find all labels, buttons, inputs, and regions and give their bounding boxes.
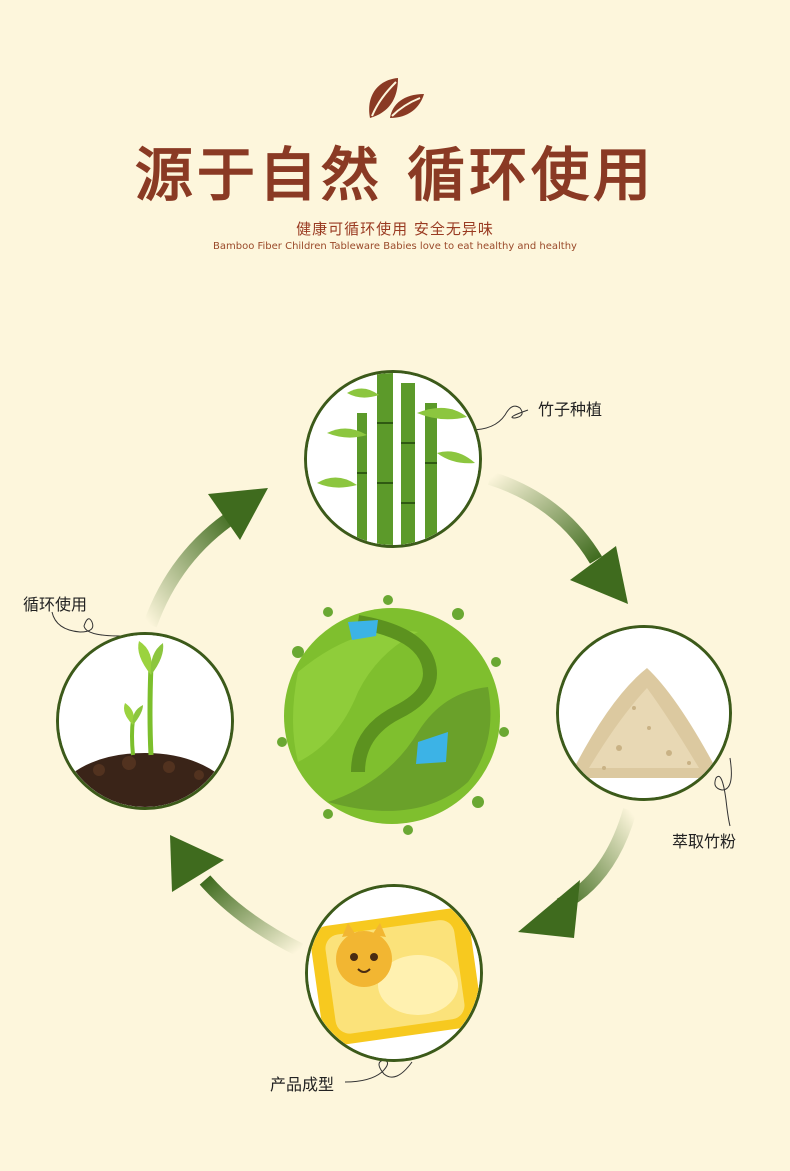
- label-bamboo-powder: 萃取竹粉: [672, 832, 737, 851]
- arrow-head-bottom: [518, 880, 580, 938]
- label-bamboo-planting: 竹子种植: [538, 400, 603, 419]
- green-globe-icon: [277, 595, 509, 835]
- arrow-head-left: [170, 835, 224, 892]
- bamboo-planting-image: [304, 370, 482, 548]
- page-subtitle-english: Bamboo Fiber Children Tableware Babies l…: [213, 241, 577, 252]
- arrow-to-reuse: [199, 875, 304, 957]
- page-title: 源于自然 循环使用: [134, 141, 656, 209]
- arrow-head-right: [570, 546, 628, 604]
- label-product-forming: 产品成型: [270, 1075, 335, 1094]
- sprout-recycle-image: [56, 632, 234, 810]
- leaf-logo-icon: [369, 78, 424, 118]
- arrow-to-powder: [487, 471, 603, 564]
- page-subtitle: 健康可循环使用 安全无异味: [296, 220, 494, 238]
- product-plate-image: [305, 884, 483, 1062]
- arrow-to-bamboo: [143, 509, 239, 628]
- bamboo-powder-image: [556, 625, 732, 801]
- arrow-head-top: [208, 488, 268, 540]
- label-recycle-use: 循环使用: [23, 595, 88, 614]
